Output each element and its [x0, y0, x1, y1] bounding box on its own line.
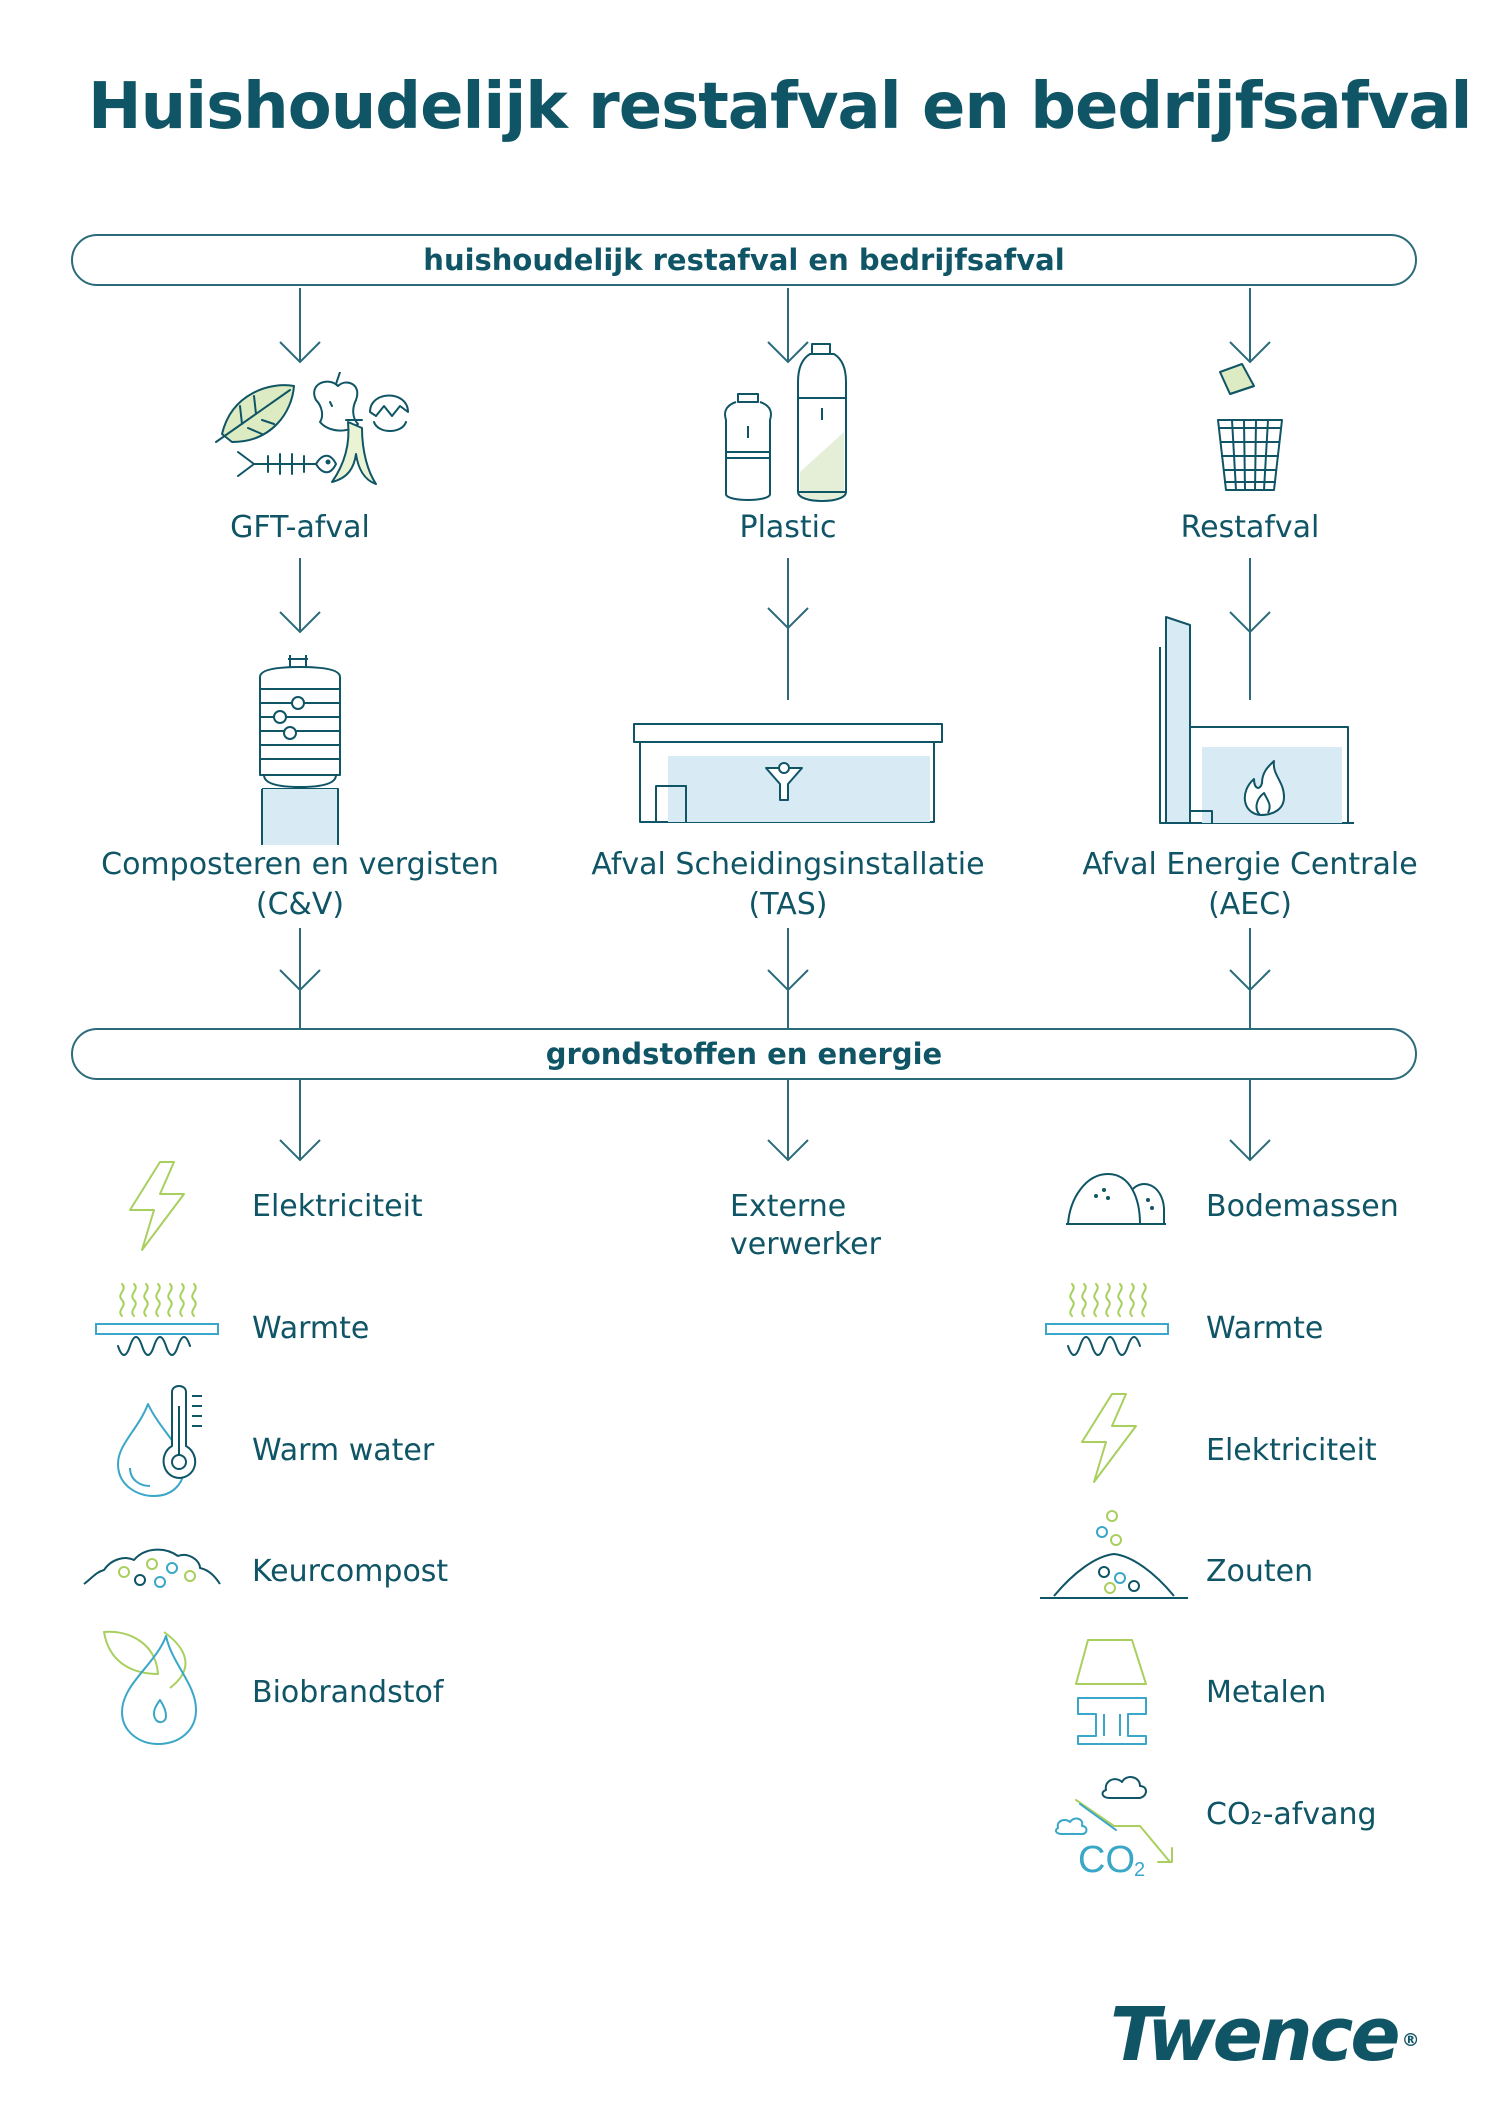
- plastic-bottles-icon: [724, 343, 847, 502]
- bottom-ash-icon: [1066, 1173, 1166, 1225]
- gft-waste-icon: [215, 372, 409, 485]
- heat-icon: [1045, 1283, 1169, 1356]
- co2-text: CO: [1078, 1839, 1135, 1878]
- twence-logo: Twence®: [1110, 1992, 1420, 2078]
- compost-tower-icon: [259, 655, 341, 845]
- co2-sub: 2: [1134, 1859, 1145, 1878]
- arrow-top-col3: [1229, 288, 1271, 364]
- output-right-1: Bodemassen: [1206, 1189, 1399, 1224]
- middle-box: grondstoffen en energie: [71, 1028, 1417, 1080]
- arrow-aec-col3: [1229, 928, 1271, 992]
- co2-capture-icon: CO 2: [1054, 1776, 1173, 1878]
- energy-plant-icon: [1159, 616, 1354, 824]
- apple-core-icon: [313, 372, 359, 432]
- arrow-gft-col1: [279, 558, 321, 634]
- output-right-3: Elektriciteit: [1206, 1433, 1377, 1468]
- output-right-6: CO₂-afvang: [1206, 1797, 1377, 1832]
- output-right-5: Metalen: [1206, 1675, 1327, 1710]
- leaf-icon: [215, 384, 295, 443]
- output-left-2: Warmte: [252, 1311, 370, 1346]
- arrow-tas-col2: [767, 928, 809, 992]
- arrow-top-col1: [279, 288, 321, 364]
- metal-icon: [1075, 1639, 1147, 1745]
- banana-peel-icon: [331, 419, 377, 485]
- waste-label-plastic: Plastic: [739, 510, 837, 545]
- output-middle: Externe verwerker: [730, 1189, 881, 1262]
- output-right-2: Warmte: [1206, 1311, 1324, 1346]
- eggshell-icon: [369, 394, 409, 432]
- biofuel-icon: [103, 1630, 197, 1745]
- salt-heap-icon: [1040, 1510, 1188, 1599]
- arrow-plastic-col2: [767, 558, 809, 700]
- lightning-icon: [129, 1161, 185, 1251]
- output-right-4: Zouten: [1206, 1554, 1314, 1589]
- arrow-cv-col1: [279, 928, 321, 992]
- top-box: huishoudelijk restafval en bedrijfsafval: [71, 234, 1417, 286]
- facility-label-tas: Afval Scheidingsinstallatie (TAS): [591, 847, 985, 922]
- bottle-icon: [724, 393, 772, 501]
- water-drop-thermometer-icon: [117, 1385, 202, 1497]
- output-left-3: Warm water: [252, 1433, 435, 1468]
- page-title: Huishoudelijk restafval en bedrijfsafval: [88, 70, 1472, 144]
- compost-heap-icon: [83, 1548, 221, 1588]
- bottle-icon: [797, 343, 847, 502]
- lightning-icon: [1081, 1393, 1137, 1483]
- output-left-4: Keurcompost: [252, 1554, 449, 1589]
- waste-label-restafval: Restafval: [1180, 510, 1320, 545]
- arrow-out-col1: [279, 1080, 321, 1162]
- arrow-out-col2: [767, 1080, 809, 1162]
- waste-label-gft: GFT-afval: [230, 510, 370, 545]
- sorting-plant-icon: [633, 723, 943, 823]
- facility-label-aec: Afval Energie Centrale (AEC): [1082, 847, 1418, 922]
- output-left-1: Elektriciteit: [252, 1189, 423, 1224]
- output-left-5: Biobrandstof: [252, 1675, 444, 1710]
- fish-bone-icon: [237, 451, 337, 477]
- heat-icon: [95, 1283, 219, 1356]
- facility-label-cv: Composteren en vergisten (C&V): [101, 847, 499, 922]
- trash-bin-icon: [1217, 363, 1283, 491]
- flame-icon: [1244, 760, 1285, 816]
- arrow-out-col3: [1229, 1080, 1271, 1162]
